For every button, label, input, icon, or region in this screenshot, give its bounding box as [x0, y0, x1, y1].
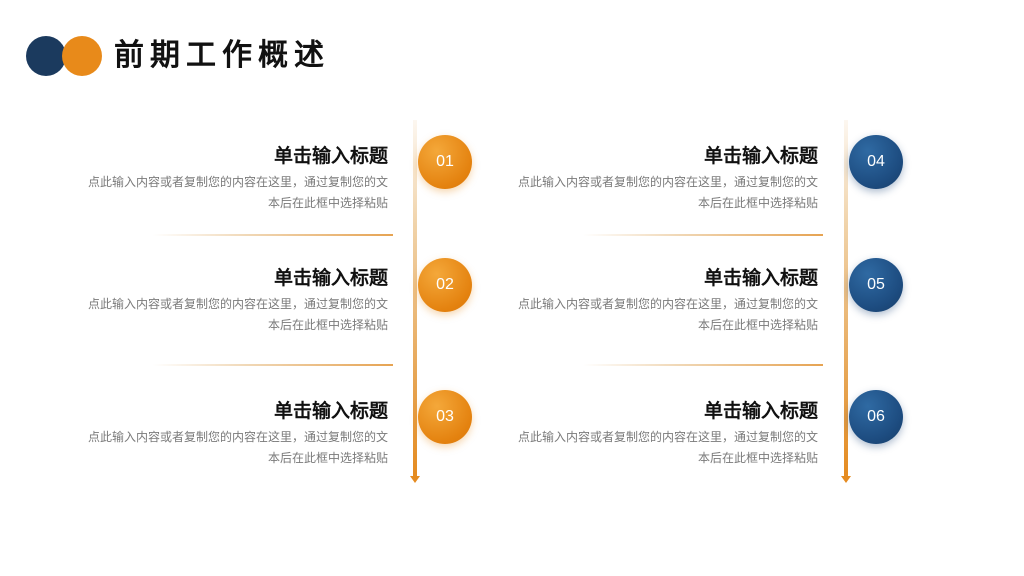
item-title[interactable]: 单击输入标题 — [273, 267, 388, 289]
item-2[interactable]: 单击输入标题 点此输入内容或者复制您的内容在这里，通过复制您的文本后在此框中选择… — [58, 265, 388, 336]
separator — [153, 234, 393, 236]
item-3[interactable]: 单击输入标题 点此输入内容或者复制您的内容在这里，通过复制您的文本后在此框中选择… — [58, 398, 388, 469]
item-desc[interactable]: 点此输入内容或者复制您的内容在这里，通过复制您的文本后在此框中选择粘贴 — [517, 297, 818, 332]
item-desc[interactable]: 点此输入内容或者复制您的内容在这里，通过复制您的文本后在此框中选择粘贴 — [87, 175, 388, 210]
item-title[interactable]: 单击输入标题 — [273, 400, 388, 422]
badge-02: 02 — [418, 258, 472, 312]
page-title: 前期工作概述 — [114, 38, 330, 73]
timeline-line-left — [413, 120, 417, 478]
item-desc[interactable]: 点此输入内容或者复制您的内容在这里，通过复制您的文本后在此框中选择粘贴 — [517, 430, 818, 465]
item-title[interactable]: 单击输入标题 — [703, 267, 818, 289]
separator — [153, 364, 393, 366]
item-1[interactable]: 单击输入标题 点此输入内容或者复制您的内容在这里，通过复制您的文本后在此框中选择… — [58, 143, 388, 214]
item-desc[interactable]: 点此输入内容或者复制您的内容在这里，通过复制您的文本后在此框中选择粘贴 — [87, 297, 388, 332]
item-title[interactable]: 单击输入标题 — [703, 145, 818, 167]
item-5[interactable]: 单击输入标题 点此输入内容或者复制您的内容在这里，通过复制您的文本后在此框中选择… — [488, 265, 818, 336]
item-6[interactable]: 单击输入标题 点此输入内容或者复制您的内容在这里，通过复制您的文本后在此框中选择… — [488, 398, 818, 469]
logo-dot-orange — [62, 36, 102, 76]
badge-05: 05 — [849, 258, 903, 312]
separator — [583, 364, 823, 366]
arrow-down-icon — [410, 476, 420, 483]
timeline-line-right — [844, 120, 848, 478]
badge-06: 06 — [849, 390, 903, 444]
badge-03: 03 — [418, 390, 472, 444]
item-title[interactable]: 单击输入标题 — [273, 145, 388, 167]
logo-dot-navy — [26, 36, 66, 76]
badge-04: 04 — [849, 135, 903, 189]
badge-01: 01 — [418, 135, 472, 189]
separator — [583, 234, 823, 236]
item-title[interactable]: 单击输入标题 — [703, 400, 818, 422]
arrow-down-icon — [841, 476, 851, 483]
item-desc[interactable]: 点此输入内容或者复制您的内容在这里，通过复制您的文本后在此框中选择粘贴 — [87, 430, 388, 465]
item-desc[interactable]: 点此输入内容或者复制您的内容在这里，通过复制您的文本后在此框中选择粘贴 — [517, 175, 818, 210]
item-4[interactable]: 单击输入标题 点此输入内容或者复制您的内容在这里，通过复制您的文本后在此框中选择… — [488, 143, 818, 214]
